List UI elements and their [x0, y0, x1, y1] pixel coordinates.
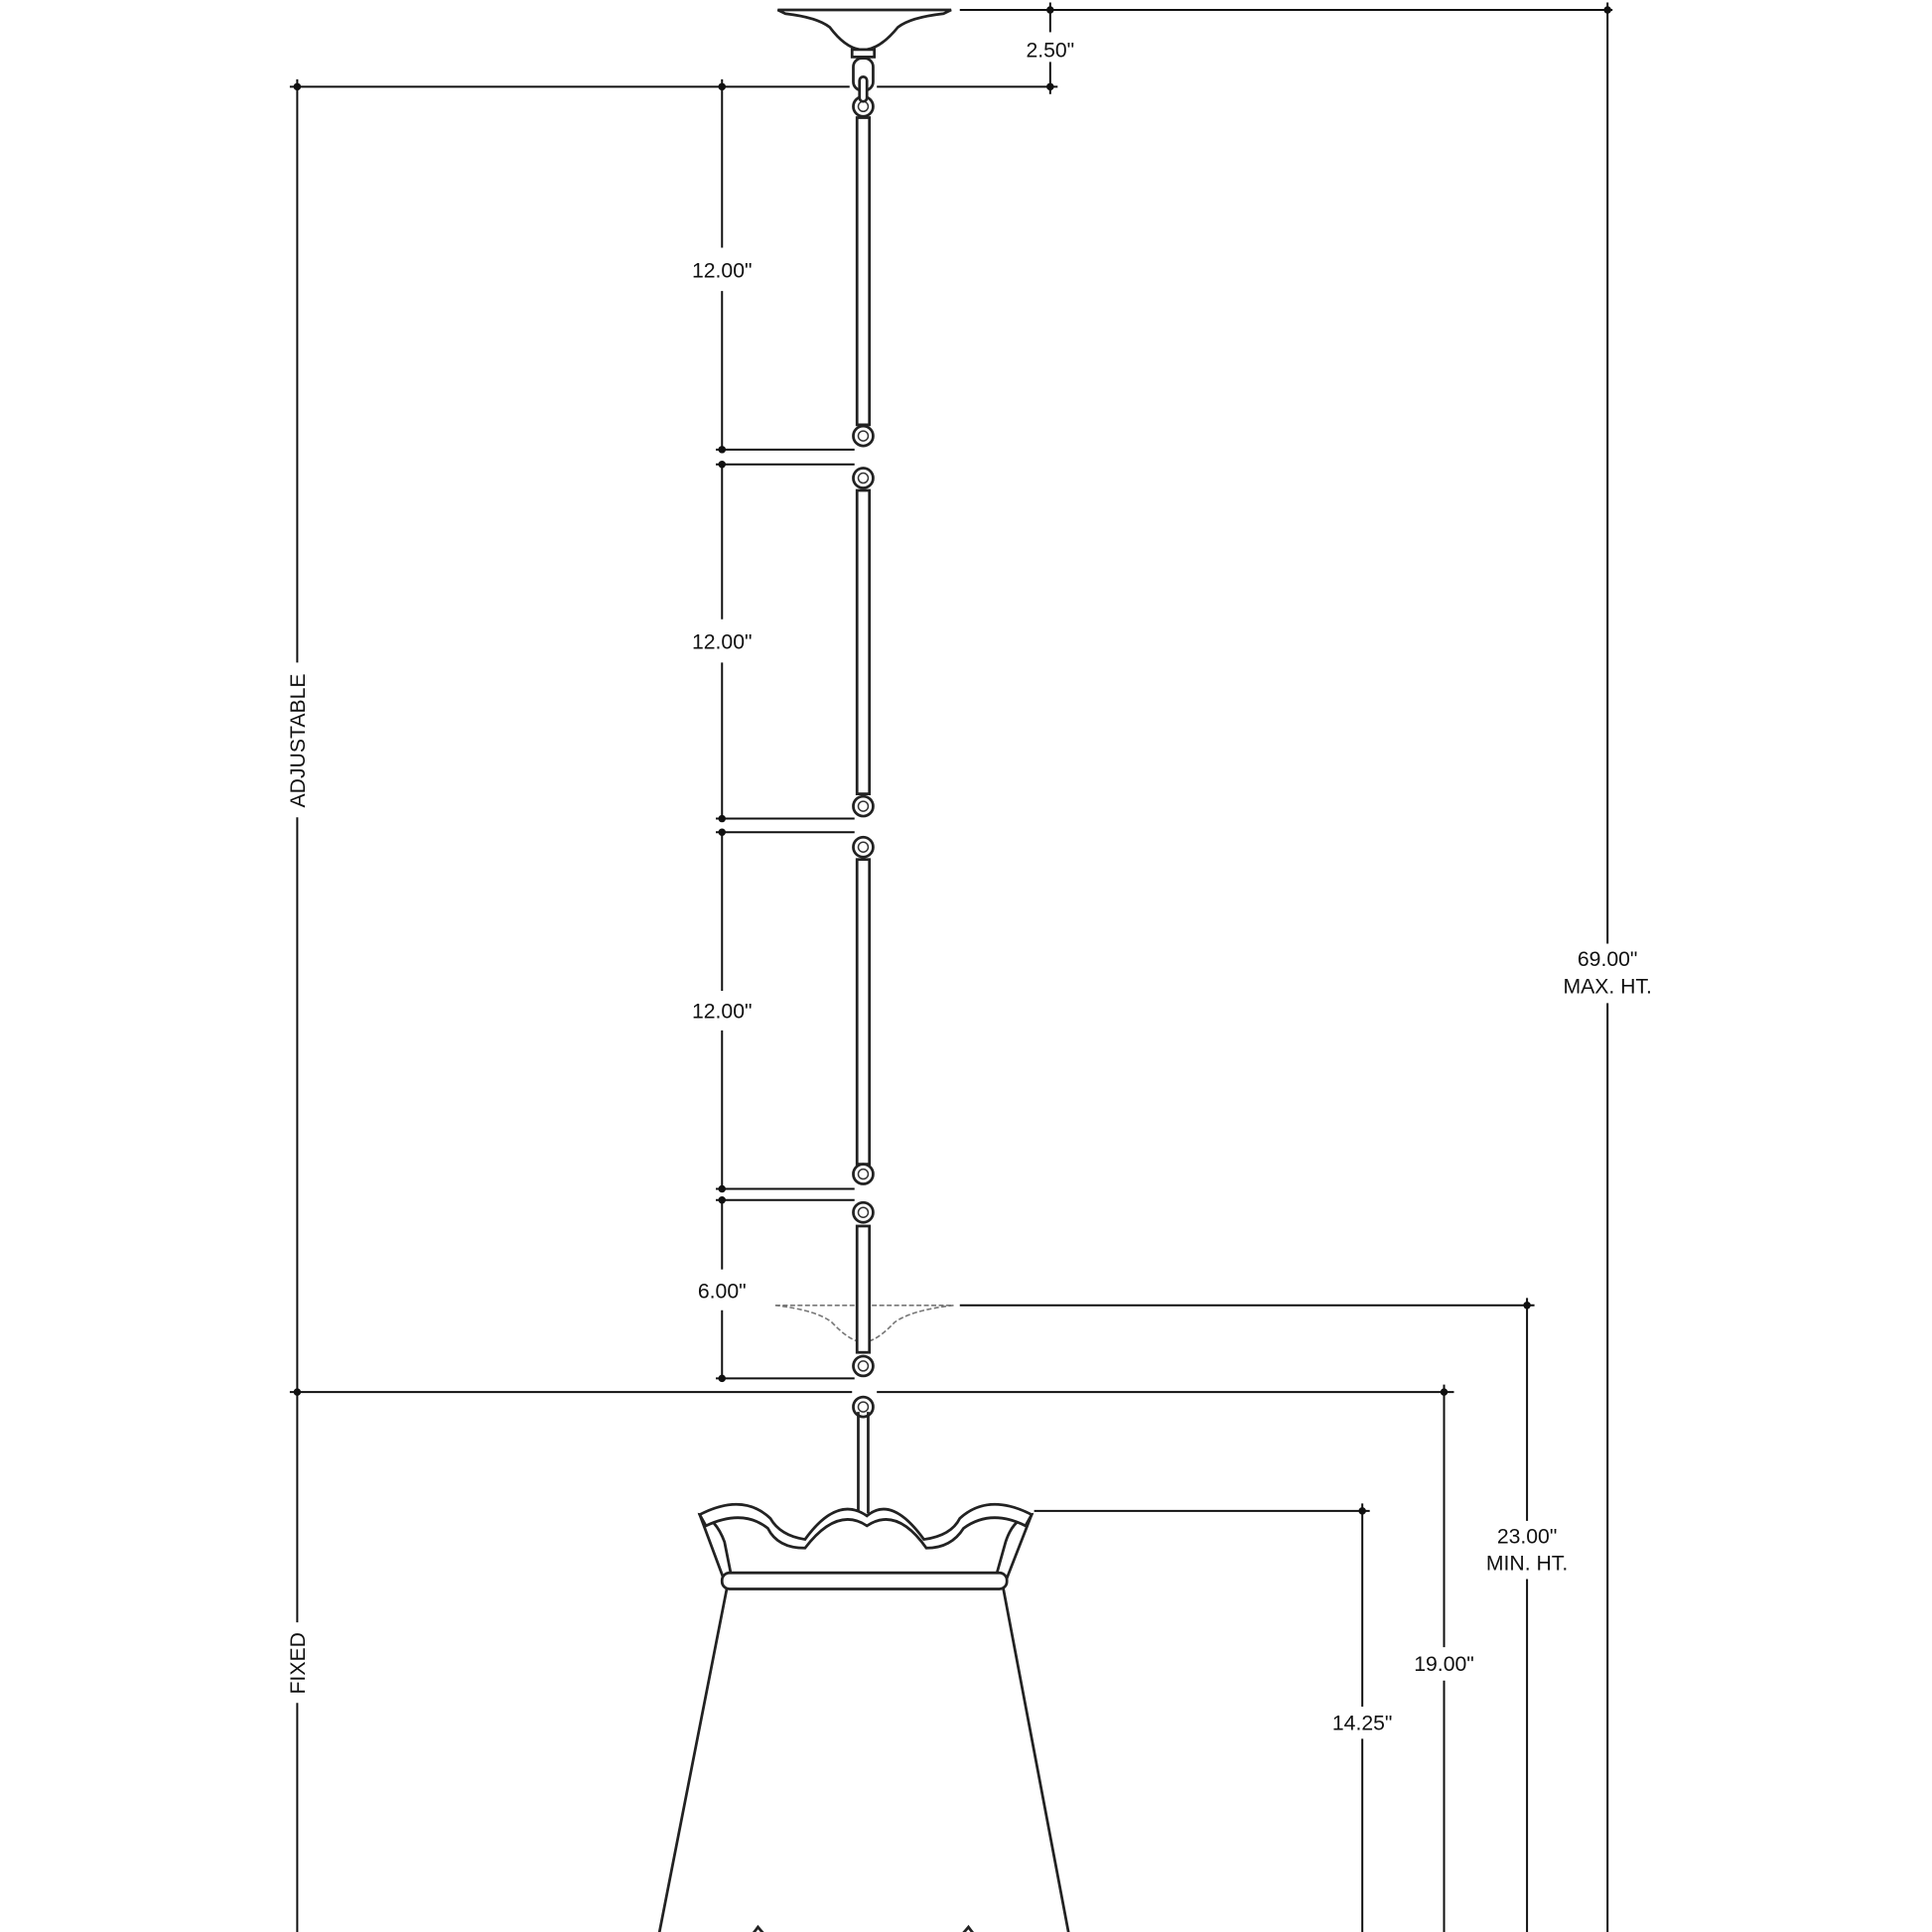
chain-segment-1-label: 12.00": [692, 259, 753, 282]
chain-link-inner: [857, 800, 870, 812]
chain-link-inner: [857, 1206, 870, 1218]
chain-link: [852, 424, 875, 448]
chain-segment-2-label: 12.00": [692, 631, 753, 654]
chain-rod: [855, 116, 872, 427]
dimension-lines: [289, 2, 1613, 1932]
chain: [852, 74, 875, 1419]
chain-link-inner: [857, 1168, 870, 1180]
chain-link: [852, 835, 875, 859]
fixed-height-label: 19.00": [1414, 1653, 1474, 1676]
max-height-label: MAX. HT.: [1563, 975, 1651, 998]
chain-link: [852, 794, 875, 818]
fixed-label: FIXED: [287, 1632, 310, 1694]
chain-segment-3-label: 12.00": [692, 1000, 753, 1023]
chain-link: [858, 74, 869, 103]
chain-link-inner: [857, 472, 870, 484]
adjustable-label: ADJUSTABLE: [287, 673, 310, 807]
shade-height-label: 14.25": [1332, 1713, 1393, 1735]
chain-segment-4-label: 6.00": [698, 1280, 747, 1303]
canopy-height-label: 2.50": [1026, 39, 1074, 62]
chain-link: [852, 1354, 875, 1378]
chain-link: [852, 1163, 875, 1185]
chain-link-inner: [857, 1401, 870, 1413]
min-height-label: MIN. HT.: [1486, 1553, 1568, 1576]
chain-link-inner: [857, 1360, 870, 1372]
chain-rod: [855, 488, 872, 795]
chain-link-inner: [857, 841, 870, 853]
min-height-value: 23.00": [1497, 1525, 1558, 1548]
chain-link: [852, 1200, 875, 1224]
chain-link: [852, 1395, 875, 1419]
shade: [657, 1412, 1070, 1932]
chain-link: [852, 467, 875, 489]
chain-rod: [855, 1224, 872, 1354]
max-height-value: 69.00": [1578, 948, 1638, 971]
chain-link-inner: [857, 430, 870, 442]
chain-rod: [855, 858, 872, 1166]
